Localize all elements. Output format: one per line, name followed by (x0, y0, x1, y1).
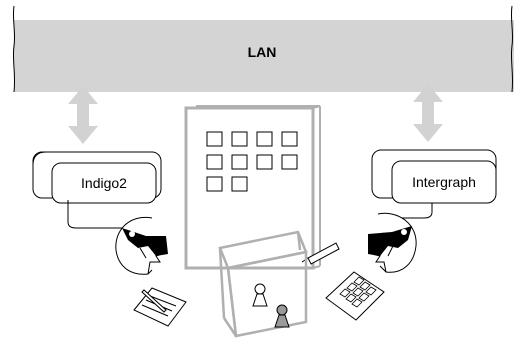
left-double-arrow (68, 86, 98, 144)
right-keypad-tablet-icon (325, 271, 385, 321)
display-tiles (206, 131, 298, 192)
workstation-label: Indigo2 (81, 175, 127, 191)
chess-pawn-gray (274, 304, 290, 328)
right-vr-goggles-icon (368, 226, 412, 256)
workstation-indigo2: Indigo2 (32, 151, 162, 204)
left-tablet-icon (133, 287, 187, 327)
left-cable (67, 200, 122, 229)
lan-bar: LAN (12, 5, 514, 93)
chess-pawn-white (252, 283, 268, 307)
transparent-cube (218, 230, 308, 338)
right-cable (400, 203, 433, 219)
lan-label: LAN (248, 44, 277, 60)
right-double-arrow (413, 84, 443, 142)
left-vr-goggles-icon (122, 228, 168, 256)
workstation-label: Intergraph (412, 174, 476, 190)
display-wall (184, 105, 321, 270)
workstation-intergraph: Intergraph (371, 149, 497, 204)
